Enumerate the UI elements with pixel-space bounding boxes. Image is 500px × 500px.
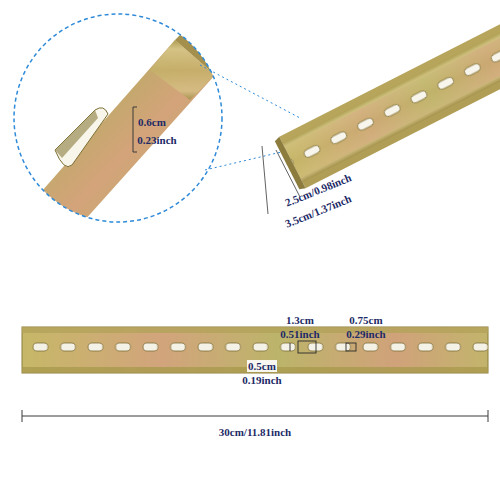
dimension-label: 0.6cm <box>137 116 167 128</box>
dimension-label: 0.75cm <box>348 314 383 326</box>
dimension-label: 0.19inch <box>241 374 282 386</box>
dimension-label: 0.29inch <box>345 328 386 340</box>
dimension-label: 0.5cm <box>247 360 277 372</box>
dimension-label: 1.3cm <box>285 314 315 326</box>
dimension-label: 0.51inch <box>279 328 320 340</box>
dimension-label: 0.23inch <box>136 134 177 146</box>
dimension-label: 30cm/11.81inch <box>218 426 292 438</box>
